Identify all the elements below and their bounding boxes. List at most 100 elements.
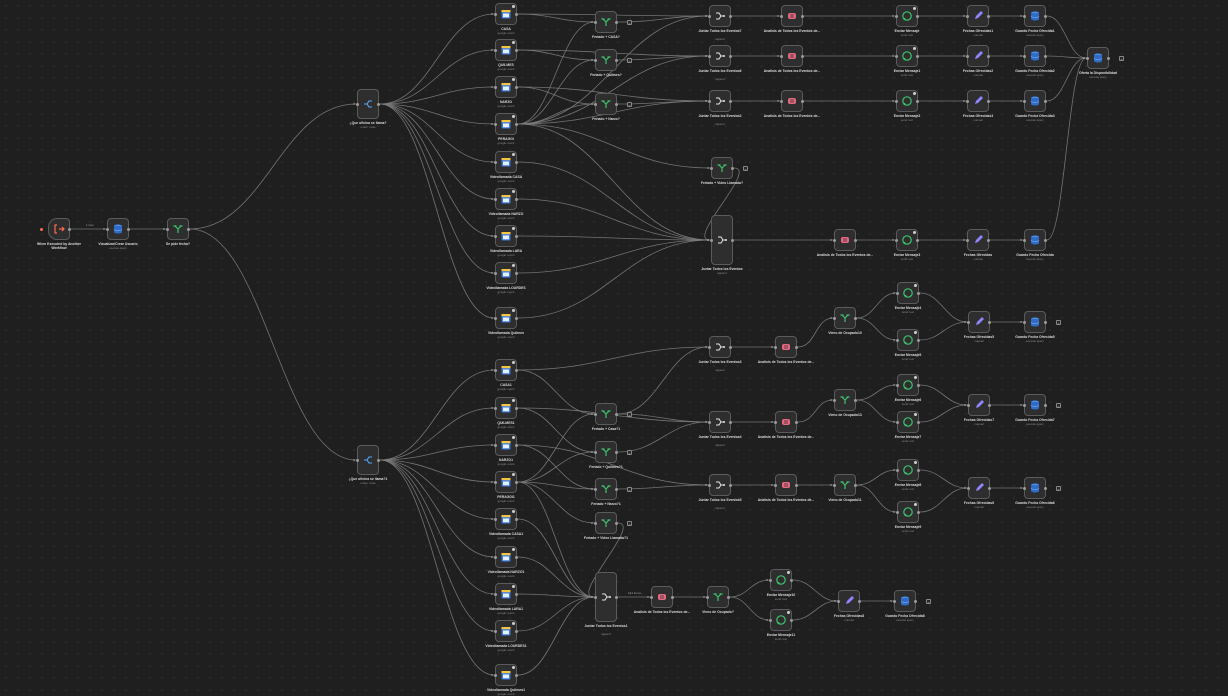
node-g7[interactable]	[1023, 394, 1047, 416]
output-port[interactable]	[615, 595, 618, 599]
node-visual[interactable]	[106, 218, 130, 240]
node-g3[interactable]	[1023, 90, 1047, 112]
input-port[interactable]	[494, 271, 497, 275]
connection-v11-m8[interactable]	[856, 469, 897, 486]
output-port[interactable]	[795, 483, 798, 487]
node-m9[interactable]	[896, 501, 920, 523]
input-port[interactable]	[356, 458, 359, 462]
connection-sw1-vlara[interactable]	[379, 103, 495, 237]
input-port[interactable]	[896, 291, 899, 295]
connection-sw1-casa[interactable]	[379, 13, 495, 105]
input-port[interactable]	[833, 483, 836, 487]
output-port[interactable]	[987, 54, 990, 58]
connection-peraggi-jall[interactable]	[517, 123, 711, 241]
connection-pvideo1-jall1[interactable]	[588, 522, 624, 598]
input-port[interactable]	[594, 102, 597, 106]
input-port[interactable]	[494, 629, 497, 633]
connection-v13-m7[interactable]	[856, 399, 897, 423]
output-port[interactable]	[615, 487, 618, 491]
output-port[interactable]	[615, 450, 618, 454]
input-port[interactable]	[896, 510, 899, 514]
connection-sw1-quilmes[interactable]	[379, 49, 495, 105]
connection-v10-m4b[interactable]	[856, 292, 897, 319]
node-pvideo[interactable]	[710, 157, 734, 179]
output-port[interactable]	[515, 316, 518, 320]
node-g8[interactable]	[893, 590, 917, 612]
output-port[interactable]	[515, 629, 518, 633]
input-port[interactable]	[594, 487, 597, 491]
input-port[interactable]	[896, 338, 899, 342]
input-port[interactable]	[1023, 54, 1026, 58]
node-j4[interactable]	[708, 411, 732, 433]
output-port[interactable]	[795, 420, 798, 424]
output-port[interactable]	[515, 592, 518, 596]
input-port[interactable]	[708, 54, 711, 58]
node-jall1[interactable]	[594, 572, 618, 622]
node-v10[interactable]	[833, 307, 857, 329]
connection-vnarzo1-jall1[interactable]	[517, 556, 595, 598]
node-f5[interactable]	[967, 311, 991, 333]
output-port[interactable]	[914, 599, 917, 603]
input-port[interactable]	[966, 14, 969, 18]
input-port[interactable]	[494, 480, 497, 484]
connection-vcasa1-jall1[interactable]	[517, 518, 595, 598]
connection-a3-v10[interactable]	[797, 317, 834, 348]
connection-peraggi1-pvideo1[interactable]	[517, 481, 595, 524]
input-port[interactable]	[896, 420, 899, 424]
input-port[interactable]	[1023, 320, 1026, 324]
node-a7[interactable]	[780, 5, 804, 27]
connection-v11-m9[interactable]	[856, 484, 897, 513]
add-node-button[interactable]: +	[627, 101, 632, 108]
output-port[interactable]	[916, 14, 919, 18]
input-port[interactable]	[494, 592, 497, 596]
node-j3[interactable]	[708, 336, 732, 358]
connection-narzo-pnarzo[interactable]	[517, 86, 595, 105]
output-port[interactable]	[858, 599, 861, 603]
output-port[interactable]	[515, 368, 518, 372]
node-trig[interactable]	[48, 218, 71, 240]
connection-peraggi-pvideo[interactable]	[517, 123, 711, 169]
node-m5[interactable]	[896, 329, 920, 351]
input-port[interactable]	[1023, 99, 1026, 103]
connection-m10-f8[interactable]	[792, 579, 838, 602]
output-port[interactable]	[515, 85, 518, 89]
connection-peraggi-pcasa[interactable]	[517, 21, 595, 125]
connection-peraggi1-pnarzo1[interactable]	[517, 481, 595, 490]
node-pide[interactable]	[166, 218, 190, 240]
input-port[interactable]	[494, 160, 497, 164]
output-port[interactable]	[731, 238, 734, 242]
input-port[interactable]	[594, 521, 597, 525]
input-port[interactable]	[896, 383, 899, 387]
input-port[interactable]	[494, 316, 497, 320]
input-port[interactable]	[494, 234, 497, 238]
input-port[interactable]	[706, 595, 709, 599]
output-port[interactable]	[1044, 14, 1047, 18]
output-port[interactable]	[916, 238, 919, 242]
output-port[interactable]	[987, 99, 990, 103]
add-node-button[interactable]: +	[627, 520, 632, 527]
output-port[interactable]	[615, 521, 618, 525]
input-port[interactable]	[774, 483, 777, 487]
input-port[interactable]	[494, 12, 497, 16]
connection-peraggi-j6[interactable]	[517, 55, 709, 125]
connection-g4-oferta[interactable]	[1046, 57, 1087, 241]
output-port[interactable]	[917, 420, 920, 424]
node-vnarzo1[interactable]	[494, 546, 518, 568]
node-m3[interactable]	[895, 90, 919, 112]
node-vquilmes1[interactable]	[494, 664, 518, 686]
output-port[interactable]	[515, 443, 518, 447]
connection-casa-pcasa[interactable]	[517, 13, 595, 23]
connection-sw1-vnarzo[interactable]	[379, 103, 495, 200]
output-port[interactable]	[729, 14, 732, 18]
input-port[interactable]	[494, 197, 497, 201]
output-port[interactable]	[515, 234, 518, 238]
input-port[interactable]	[895, 238, 898, 242]
connection-quilmes1-pquil1[interactable]	[517, 407, 595, 453]
connection-m8-f6[interactable]	[919, 469, 968, 489]
input-port[interactable]	[1023, 238, 1026, 242]
output-port[interactable]	[1044, 238, 1047, 242]
connection-peraggi1-pquil1[interactable]	[517, 451, 595, 483]
node-narzo1[interactable]	[494, 434, 518, 456]
output-port[interactable]	[795, 345, 798, 349]
output-port[interactable]	[917, 510, 920, 514]
